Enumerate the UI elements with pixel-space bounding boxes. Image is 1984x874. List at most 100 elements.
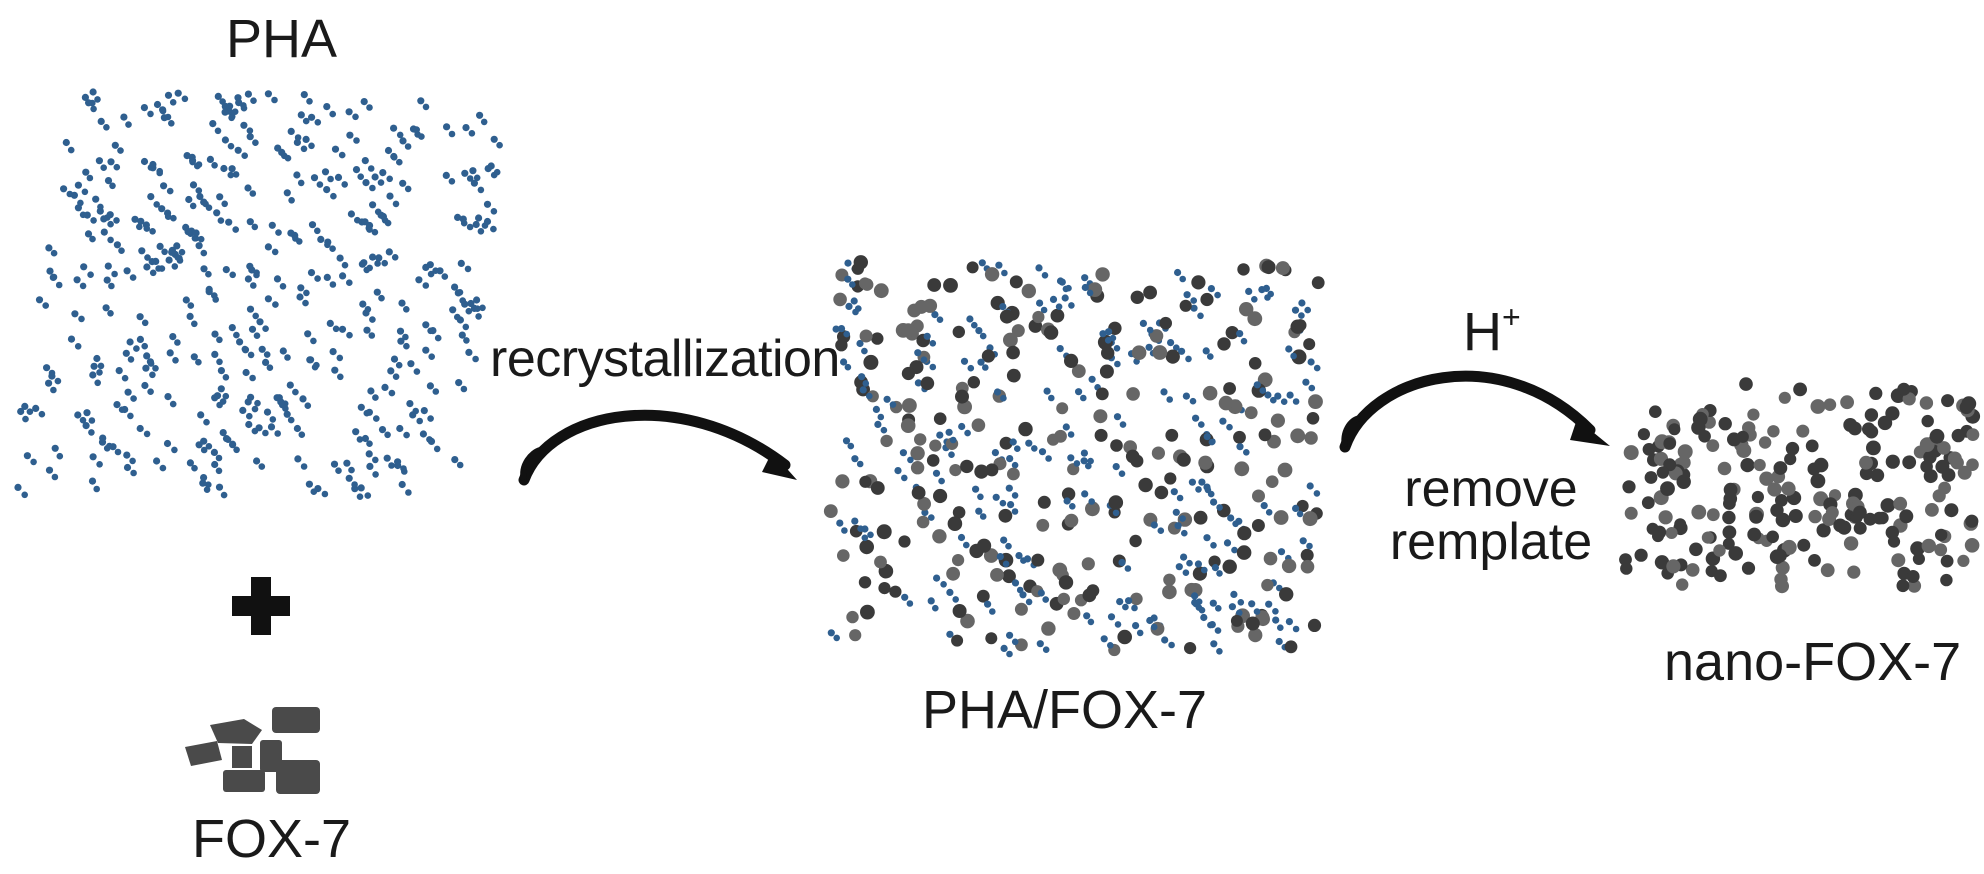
- pha-particle: [235, 99, 243, 107]
- pha-particle: [141, 319, 149, 327]
- pha-particle: [73, 276, 81, 284]
- pha-particle: [250, 282, 257, 289]
- composite-pha-particle: [1025, 598, 1033, 606]
- pha-particle: [23, 452, 31, 460]
- pha-particle: [156, 242, 164, 250]
- pha-particle: [246, 262, 254, 270]
- nano-fox7-particle: [1823, 398, 1837, 412]
- pha-particle: [346, 131, 354, 139]
- pha-particle: [346, 279, 353, 287]
- pha-particle: [300, 145, 308, 153]
- composite-pha-particle: [1228, 603, 1236, 611]
- composite-pha-particle: [844, 275, 852, 283]
- composite-fox7-particle: [859, 539, 874, 555]
- pha-particle: [273, 275, 282, 283]
- composite-pha-particle: [1081, 274, 1089, 282]
- nano-fox7-particle: [1666, 559, 1681, 574]
- pha-particle: [273, 394, 281, 402]
- composite-fox7-particle: [1267, 434, 1281, 449]
- nano-fox7-particle: [1741, 561, 1756, 575]
- pha-particle: [394, 458, 402, 466]
- composite-pha-particle: [936, 316, 944, 324]
- pha-particle: [264, 295, 272, 303]
- nano-fox7-particle: [1940, 573, 1953, 587]
- composite-pha-particle: [1075, 388, 1083, 396]
- pha-particle: [364, 492, 372, 499]
- pha-particle: [50, 273, 58, 281]
- pha-particle: [332, 325, 340, 333]
- composite-pha-particle: [844, 363, 852, 371]
- pha-template-particles: [14, 88, 503, 501]
- composite-fox7-particle: [1176, 452, 1191, 467]
- pha-particle: [345, 108, 353, 116]
- pha-particle: [82, 168, 90, 176]
- pha-particle: [55, 281, 63, 289]
- composite-pha-particle: [1087, 618, 1095, 626]
- composite-pha-particle: [1081, 490, 1089, 498]
- composite-fox7-particle: [1281, 558, 1297, 574]
- nano-fox7-particle: [1864, 408, 1879, 422]
- nano-fox7-particle: [1941, 468, 1956, 482]
- pha-particle: [422, 263, 430, 271]
- pha-particle: [215, 467, 223, 475]
- nano-fox7-particle: [1658, 510, 1673, 525]
- nano-fox7-particle: [1847, 565, 1861, 579]
- pha-particle: [124, 388, 132, 396]
- composite-pha-particle: [979, 332, 987, 340]
- composite-pha-particle: [1038, 448, 1047, 456]
- pha-particle: [451, 456, 459, 464]
- pha-particle: [392, 373, 400, 381]
- composite-fox7-particle: [1036, 518, 1050, 532]
- nano-fox7-particle: [1641, 496, 1655, 510]
- nano-fox7-particle: [1843, 418, 1858, 432]
- pha-particle: [83, 409, 91, 417]
- pha-particle: [149, 228, 156, 235]
- composite-pha-particle: [1112, 463, 1120, 471]
- composite-fox7-particle: [1130, 454, 1144, 468]
- composite-fox7-particle: [1032, 310, 1045, 324]
- pha-particle: [222, 374, 230, 381]
- nano-fox7-particle: [1902, 455, 1917, 470]
- pha-particle: [56, 452, 64, 460]
- composite-pha-particle: [880, 426, 888, 434]
- composite-pha-particle: [1178, 347, 1186, 355]
- pha-particle: [140, 104, 148, 112]
- pha-particle: [211, 162, 218, 169]
- composite-pha-particle: [845, 302, 853, 310]
- pha-particle: [302, 117, 310, 125]
- pha-particle: [496, 141, 503, 149]
- nano-fox7-particle: [1810, 473, 1826, 489]
- nano-fox7-particle: [1775, 494, 1788, 507]
- pha-particle: [329, 245, 336, 252]
- nano-fox7-particle: [1747, 408, 1760, 421]
- pha-particle: [67, 335, 76, 343]
- pha-particle: [287, 127, 295, 135]
- pha-particle: [129, 457, 136, 465]
- pha-particle: [412, 126, 420, 134]
- composite-pha-particle: [1067, 454, 1075, 462]
- composite-pha-particle: [901, 474, 908, 482]
- composite-fox7-particle: [929, 439, 942, 452]
- composite-pha-particle: [1150, 623, 1158, 631]
- pha-particle: [384, 146, 393, 155]
- composite-pha-particle: [992, 493, 1000, 501]
- pha-particle: [45, 466, 54, 474]
- pha-particle: [244, 90, 252, 98]
- composite-pha-particle: [1011, 638, 1019, 646]
- composite-pha-particle: [894, 467, 902, 475]
- pha-particle: [252, 139, 259, 146]
- pha-particle: [164, 213, 172, 220]
- pha-particle: [155, 265, 162, 272]
- pha-particle: [166, 187, 174, 195]
- composite-pha-particle: [938, 477, 945, 485]
- composite-pha-particle: [971, 321, 978, 329]
- pha-particle: [203, 486, 211, 494]
- pha-particle: [80, 263, 88, 271]
- pha-particle: [143, 225, 151, 232]
- pha-particle: [363, 409, 371, 417]
- pha-particle: [287, 416, 295, 424]
- pha-particle: [262, 325, 269, 333]
- composite-pha-particle: [932, 469, 941, 477]
- composite-fox7-particle: [1248, 628, 1263, 643]
- composite-pha-particle: [1253, 381, 1261, 389]
